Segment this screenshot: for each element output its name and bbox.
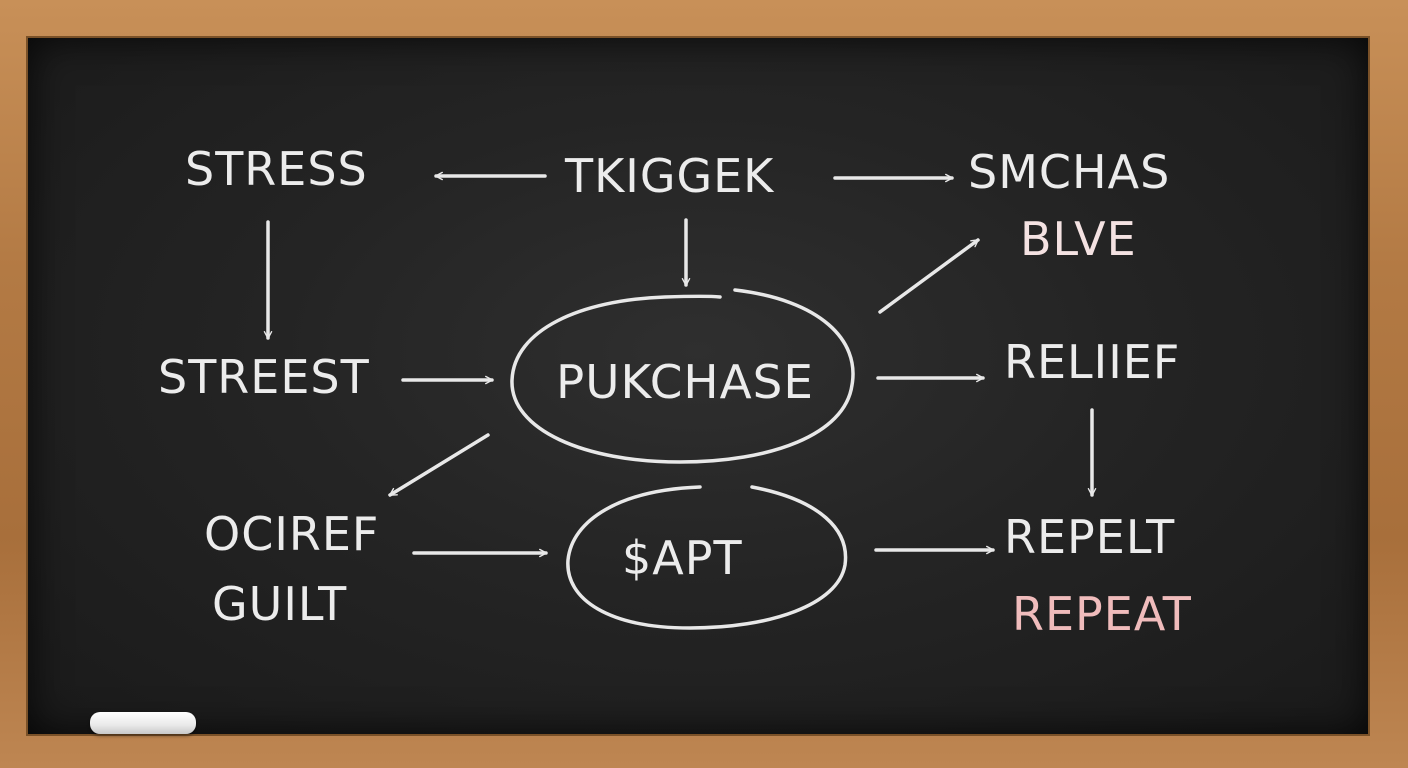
chalkboard — [28, 38, 1368, 734]
node-streest: STREEST — [158, 350, 370, 404]
node-purchase: PUKCHASE — [556, 355, 814, 409]
node-relief: RELIIEF — [1004, 335, 1180, 389]
node-smchas: SMCHAS — [968, 145, 1170, 199]
sapt-ellipse — [566, 485, 848, 630]
arrow-purchase-to-blue — [878, 238, 980, 314]
node-repeat: REPEAT — [1012, 587, 1192, 641]
node-stress: STRESS — [185, 142, 368, 196]
purchase-ellipse — [510, 288, 855, 464]
node-ocıref: OCIREF — [204, 507, 379, 561]
node-repelt: REPELT — [1004, 510, 1175, 564]
chalk-stick — [90, 712, 196, 734]
arrow-purchase-to-ocıref — [388, 433, 490, 497]
node-sapt: $APT — [622, 531, 743, 585]
node-trigger: TKIGGEK — [564, 149, 775, 203]
node-blue: BLVE — [1020, 212, 1137, 266]
node-guilt: GUILT — [212, 577, 347, 631]
